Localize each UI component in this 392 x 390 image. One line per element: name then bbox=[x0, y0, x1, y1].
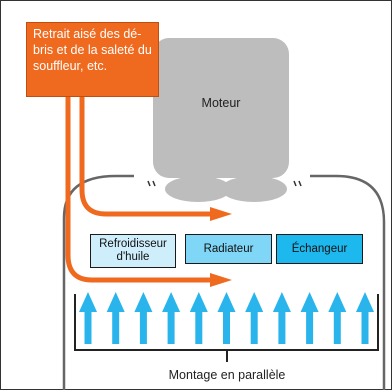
airflow-arrow-head bbox=[328, 292, 347, 312]
airflow-arrow-head bbox=[106, 292, 125, 312]
exchanger-box: Échangeur bbox=[276, 234, 363, 264]
seal-mark-left bbox=[147, 180, 151, 187]
oil-cooler-box: Refroidisseur d'huile bbox=[90, 234, 176, 268]
debris-flow-upper bbox=[79, 97, 212, 217]
airflow-arrow-head bbox=[134, 292, 153, 312]
airflow-arrow-shaft bbox=[250, 310, 258, 344]
engine-shape bbox=[153, 38, 289, 178]
duct-left bbox=[62, 174, 134, 390]
airflow-arrow-shaft bbox=[223, 310, 230, 344]
engine-mount-left bbox=[165, 176, 231, 202]
airflow-arrow-shaft bbox=[84, 310, 92, 344]
debris-arrowhead-upper bbox=[210, 207, 232, 221]
duct-right bbox=[310, 174, 386, 390]
airflow-arrow-head bbox=[356, 292, 374, 312]
airflow-arrow-head bbox=[162, 292, 181, 312]
airflow-arrow-shaft bbox=[333, 310, 341, 344]
engine-mount-right bbox=[221, 176, 287, 202]
airflow-arrow-shaft bbox=[167, 310, 175, 344]
debris-callout: Retrait aisé des dé-bris et de la saleté… bbox=[26, 22, 159, 97]
airflow-arrow-head bbox=[300, 292, 319, 312]
debris-arrowhead-lower bbox=[210, 273, 232, 287]
mounting-label: Montage en parallèle bbox=[168, 368, 286, 382]
radiator-box: Radiateur bbox=[185, 234, 272, 264]
airflow-arrow-shaft bbox=[195, 310, 203, 344]
seal-mark-left bbox=[152, 180, 156, 187]
airflow-arrow-shaft bbox=[306, 310, 314, 344]
airflow-arrow-shaft bbox=[139, 310, 147, 344]
airflow-arrow-shaft bbox=[361, 310, 369, 344]
airflow-arrow-head bbox=[272, 292, 291, 312]
airflow-arrow-head bbox=[217, 292, 236, 312]
airflow-arrow-shaft bbox=[112, 310, 120, 344]
engine-label: Moteur bbox=[201, 96, 241, 110]
airflow-arrow-head bbox=[245, 292, 264, 312]
airflow-arrow-head bbox=[189, 292, 208, 312]
seal-mark-right bbox=[298, 180, 302, 187]
airflow-arrows bbox=[79, 292, 374, 344]
seal-mark-right bbox=[293, 180, 297, 187]
debris-flow-lower bbox=[65, 97, 212, 283]
airflow-arrow-shaft bbox=[278, 310, 286, 344]
airflow-arrow-head bbox=[79, 292, 97, 312]
